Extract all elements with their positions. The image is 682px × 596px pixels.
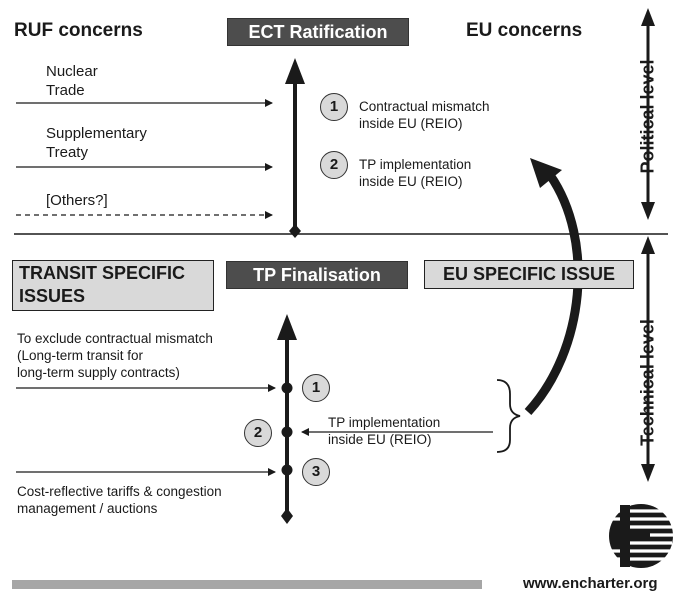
footer-url: www.encharter.org — [523, 575, 658, 592]
item-others: [Others?] — [46, 192, 108, 209]
eu-item-contractual-mismatch: Contractual mismatch inside EU (REIO) — [359, 99, 490, 131]
political-level-label: Political level — [637, 59, 658, 174]
curly-brace — [496, 379, 521, 453]
tech-number-badge-3: 3 — [302, 458, 330, 486]
ruf-concerns-header: RUF concerns — [14, 20, 143, 41]
transit-item-mismatch: To exclude contractual mismatch (Long-te… — [17, 331, 213, 380]
eu-item-tp-implementation-technical: TP implementation inside EU (REIO) — [328, 415, 441, 447]
node-1 — [281, 382, 293, 394]
tech-number-badge-2: 2 — [244, 419, 272, 447]
number-badge-1: 1 — [320, 93, 348, 121]
technical-level-arrow — [641, 236, 655, 482]
tp-finalisation-axis — [277, 314, 297, 524]
node-3 — [281, 464, 293, 476]
node-2 — [281, 426, 293, 438]
escalation-arrow — [524, 158, 583, 416]
eu-specific-issue-box: EU SPECIFIC ISSUE — [424, 260, 634, 289]
footer-bar — [12, 580, 482, 589]
item-supplementary-treaty: Supplementary Treaty — [46, 125, 147, 161]
item-nuclear-trade: Nuclear Trade — [46, 63, 98, 99]
eu-concerns-header: EU concerns — [466, 20, 583, 41]
tp-finalisation-box: TP Finalisation — [226, 261, 408, 289]
energy-charter-logo — [609, 504, 673, 568]
ect-ratification-box: ECT Ratification — [227, 18, 409, 46]
tech-number-badge-1: 1 — [302, 374, 330, 402]
transit-specific-issues-box: TRANSIT SPECIFIC ISSUES — [12, 260, 214, 311]
number-badge-2: 2 — [320, 151, 348, 179]
political-level-arrow — [641, 8, 655, 220]
eu-item-tp-implementation: TP implementation inside EU (REIO) — [359, 157, 472, 189]
technical-level-label: Technical level — [637, 319, 658, 446]
transit-item-tariffs: Cost-reflective tariffs & congestion man… — [17, 484, 222, 516]
ect-ratification-axis — [285, 58, 305, 238]
